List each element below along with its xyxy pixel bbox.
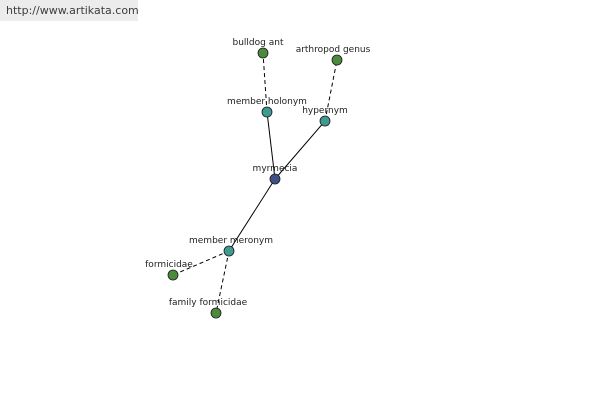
labels: myrmecia member holonym hypernym member … [145,38,370,308]
node-bulldog-ant[interactable] [257,47,269,59]
edge-member-meronym-family-formicidae [215,250,230,314]
edges [172,52,338,314]
node-arthropod-genus[interactable] [331,54,343,66]
label-bulldog-ant: bulldog ant [233,38,284,48]
watermark-url[interactable]: http://www.artikata.com [0,0,139,21]
node-hypernym[interactable] [319,115,331,127]
edge-center-member-holonym [266,111,276,180]
label-arthropod-genus: arthropod genus [296,45,371,55]
label-member-holonym: member holonym [227,97,307,107]
label-hypernym: hypernym [302,106,348,116]
label-myrmecia: myrmecia [253,164,298,174]
edge-center-member-meronym [228,178,276,252]
edge-member-holonym-bulldog-ant [262,52,268,113]
nodes [167,47,343,319]
edge-member-meronym-formicidae [172,250,230,276]
label-family-formicidae: family formicidae [169,298,248,308]
edge-center-hypernym [274,120,326,180]
edge-hypernym-arthropod-genus [324,59,338,122]
node-member-holonym[interactable] [261,106,273,118]
node-myrmecia[interactable] [269,173,281,185]
node-member-meronym[interactable] [223,245,235,257]
node-family-formicidae[interactable] [210,307,222,319]
node-formicidae[interactable] [167,269,179,281]
label-formicidae: formicidae [145,260,193,270]
label-member-meronym: member meronym [189,236,273,246]
